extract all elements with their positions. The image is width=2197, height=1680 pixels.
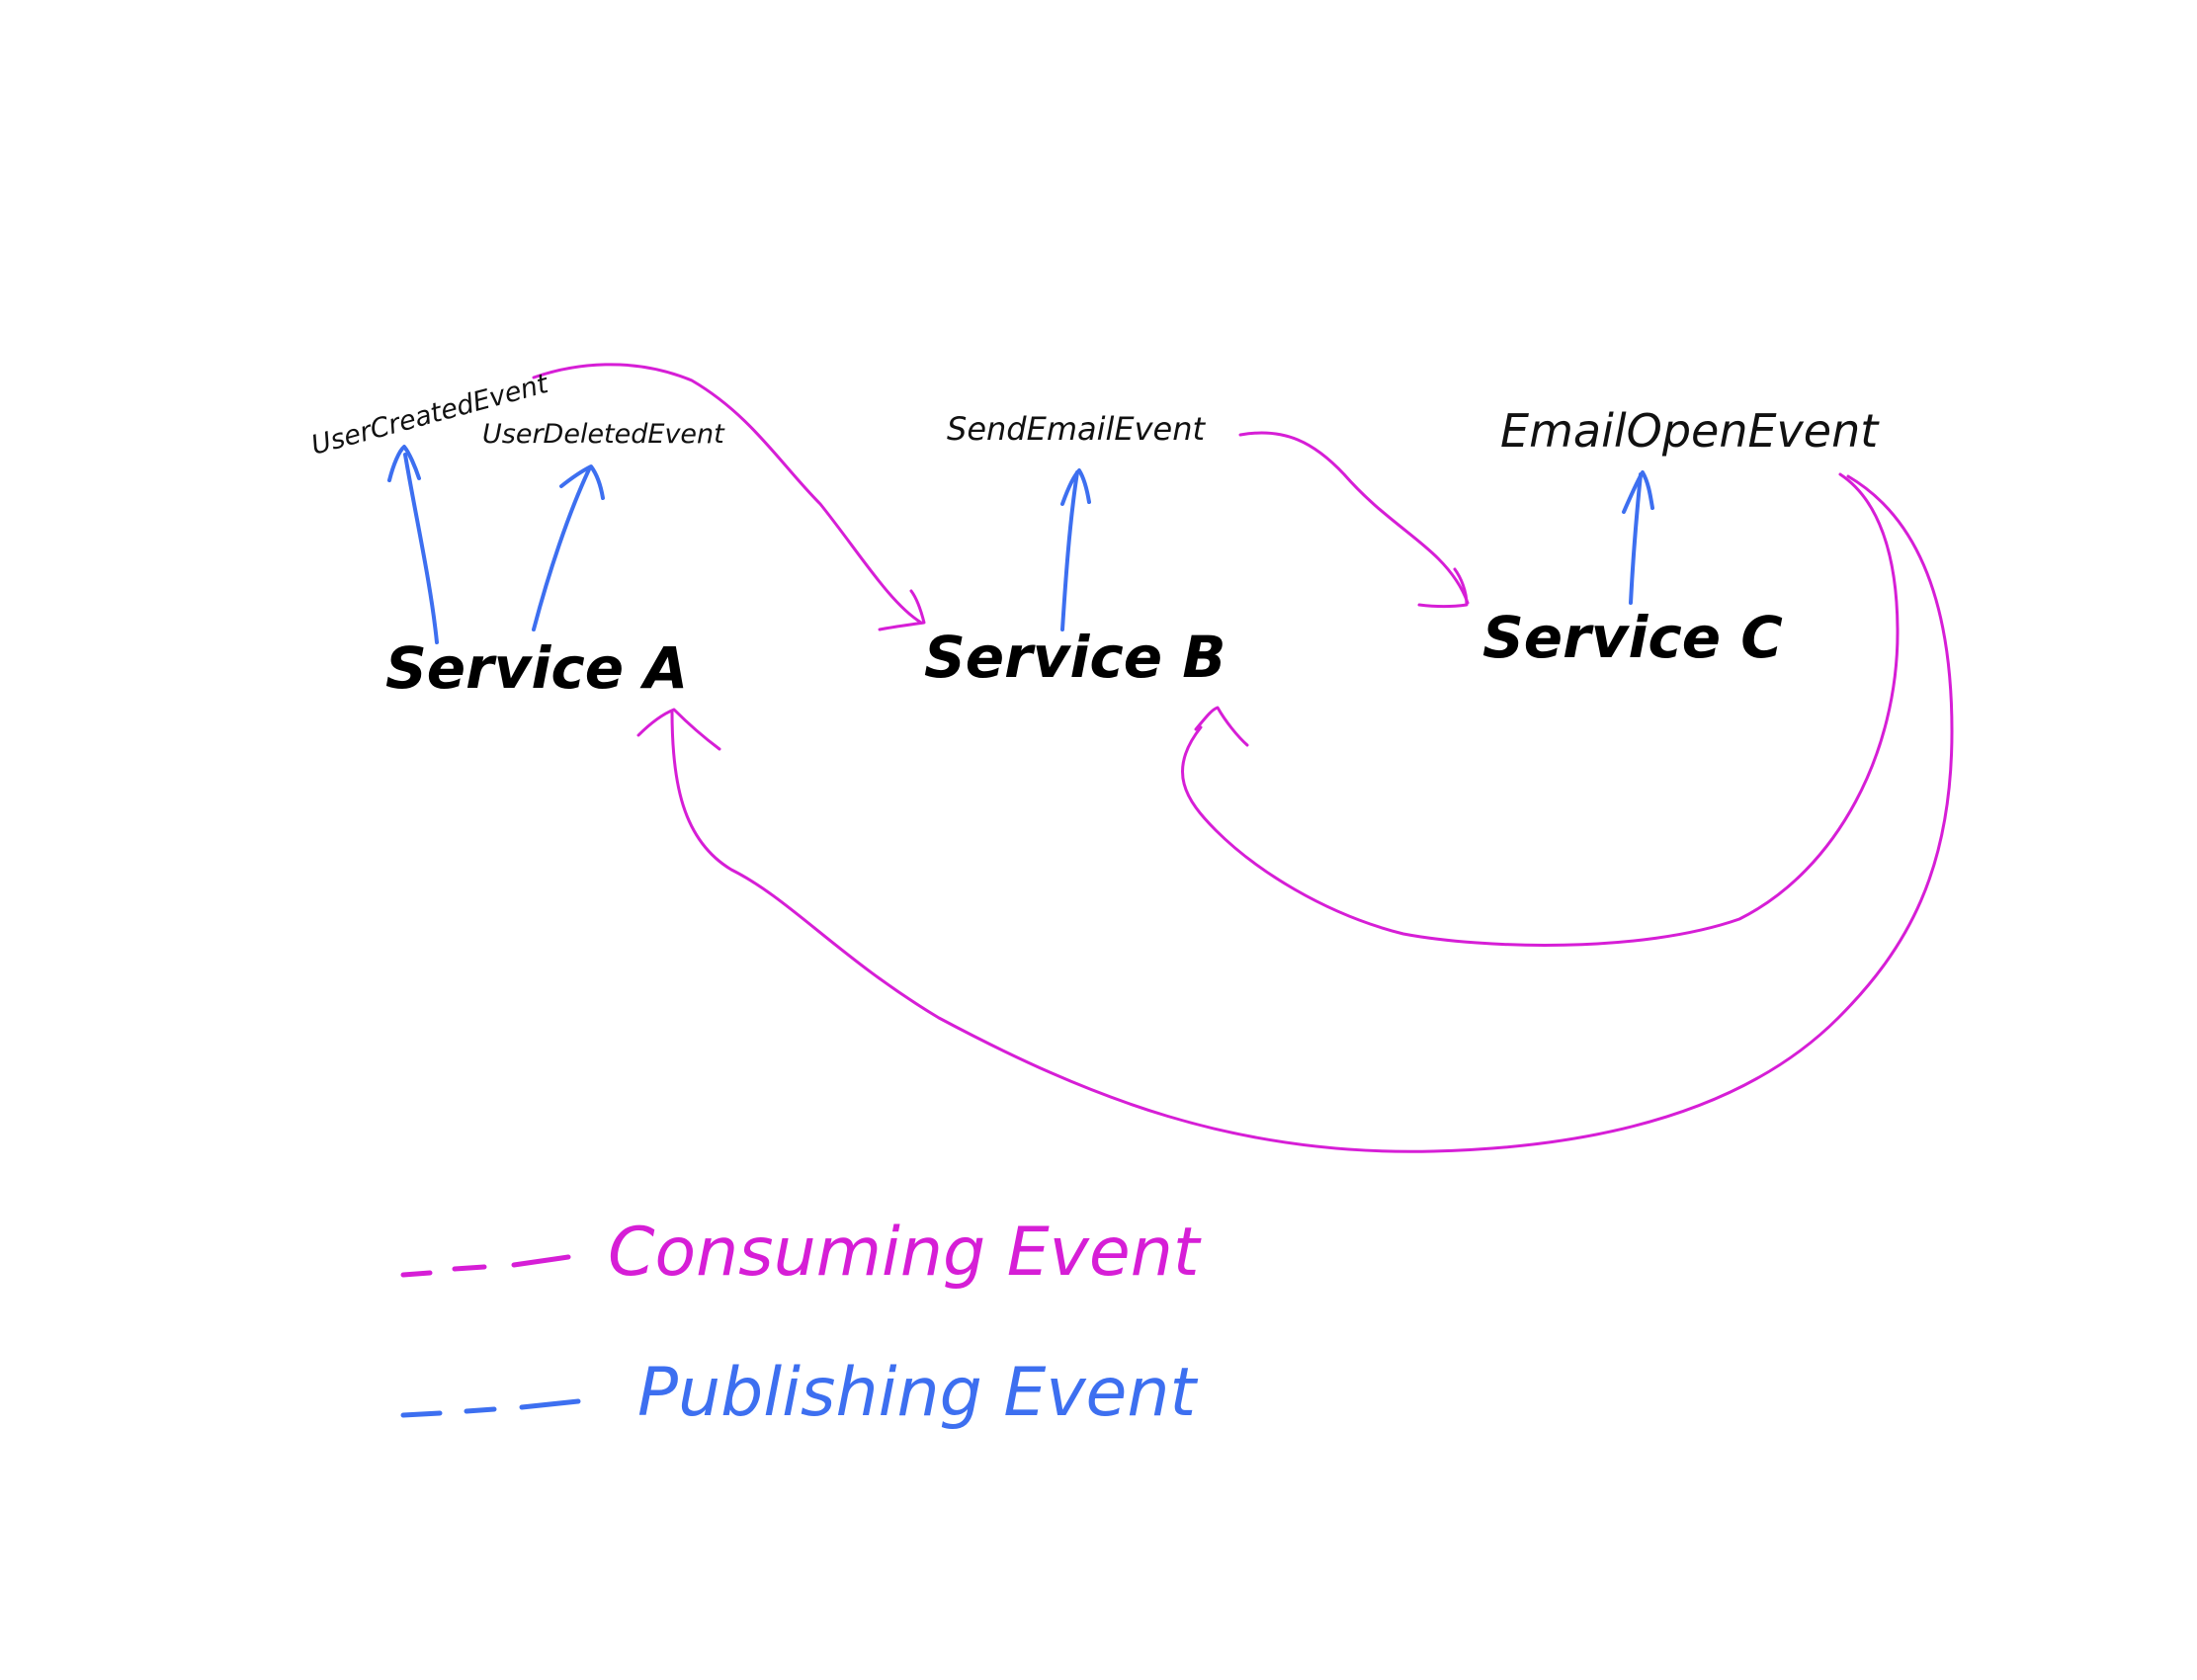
arrowhead-icon	[559, 464, 605, 500]
service-b-label: Service B	[924, 624, 1226, 691]
publish-arrow-a-userdeleted	[532, 467, 591, 631]
publish-arrow-c-emailopen	[1629, 472, 1643, 605]
legend-consuming-label: Consuming Event	[608, 1214, 1202, 1292]
legend-publishing-label: Publishing Event	[637, 1354, 1198, 1432]
arrowhead-icon	[1060, 468, 1091, 506]
arrowhead-icon	[878, 589, 926, 631]
publish-arrows	[387, 445, 1654, 644]
legend-consuming-dash	[400, 1270, 433, 1278]
event-label-user-deleted: UserDeletedEvent	[482, 419, 725, 450]
consume-arrow-usercreated-to-b	[532, 363, 923, 625]
legend-publishing-dash	[400, 1410, 443, 1418]
arrowhead-icon	[1417, 567, 1469, 608]
consume-arrow-emailopen-to-a	[670, 474, 1954, 1153]
legend-publishing-dash	[464, 1406, 497, 1414]
arrowhead-icon	[387, 445, 421, 482]
arrowhead-icon	[636, 708, 721, 751]
legend: Consuming Event Publishing Event	[400, 1214, 1202, 1432]
arrowhead-icon	[1194, 706, 1249, 747]
legend-publishing: Publishing Event	[400, 1354, 1198, 1432]
legend-consuming: Consuming Event	[400, 1214, 1202, 1292]
legend-consuming-dash	[511, 1254, 571, 1268]
service-c-label: Service C	[1482, 604, 1783, 671]
service-a-label: Service A	[385, 634, 688, 702]
consume-arrow-sendemail-to-c	[1238, 431, 1470, 605]
publish-arrow-a-usercreated	[403, 453, 439, 644]
publish-arrow-b-sendemail	[1060, 470, 1079, 631]
event-labels: UserCreatedEvent UserDeletedEvent SendEm…	[308, 369, 1880, 462]
event-label-email-open: EmailOpenEvent	[1500, 404, 1880, 458]
service-labels: Service A Service B Service C	[385, 604, 1783, 702]
legend-consuming-dash	[452, 1264, 487, 1272]
event-label-send-email: SendEmailEvent	[947, 410, 1207, 448]
consume-arrows	[532, 363, 1954, 1153]
consume-arrow-emailopen-to-b	[1181, 472, 1900, 947]
arrowhead-icon	[1622, 470, 1654, 514]
legend-publishing-dash	[519, 1398, 581, 1410]
